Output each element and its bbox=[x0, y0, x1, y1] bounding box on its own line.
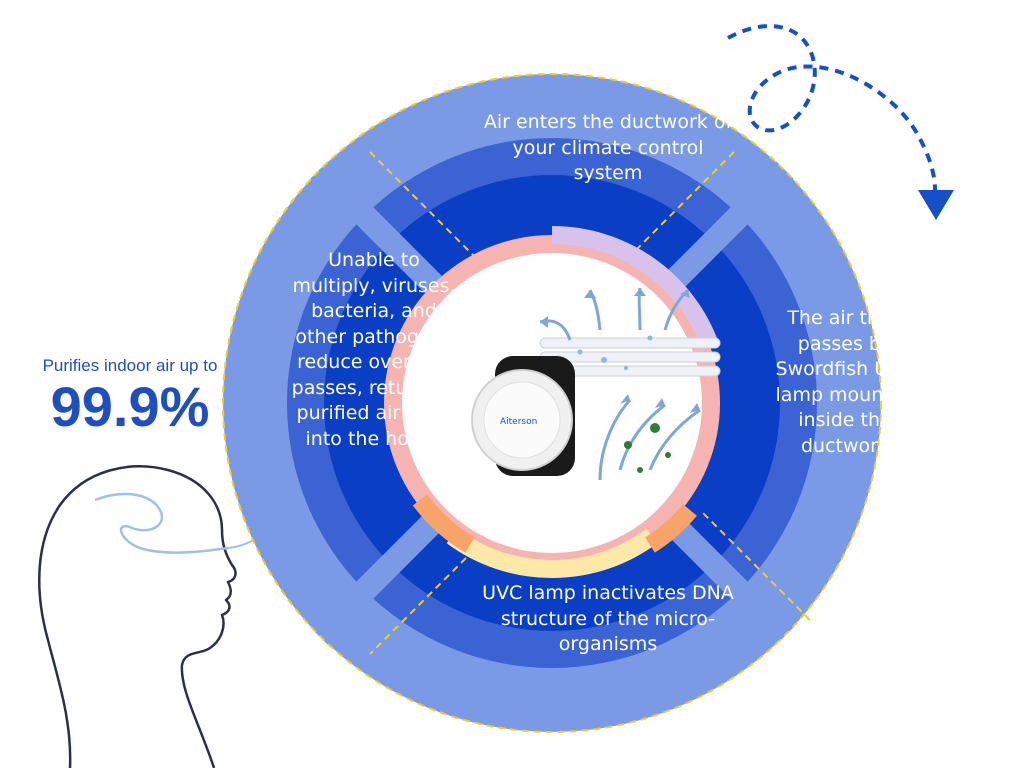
arrowhead-icon bbox=[918, 190, 954, 220]
purification-callout: Purifies indoor air up to 99.9% bbox=[10, 356, 250, 438]
dashed-loop-arrow-icon bbox=[727, 24, 937, 191]
callout-value: 99.9% bbox=[50, 375, 210, 438]
segment-top-text: Air enters the ductwork of your climate … bbox=[483, 111, 733, 184]
segment-left-text: Unable to multiply, viruses, bacteria, a… bbox=[291, 249, 457, 450]
segment-bottom-text: UVC lamp inactivates DNA structure of th… bbox=[482, 582, 734, 655]
callout-subtitle: Purifies indoor air up to bbox=[42, 356, 218, 375]
cycle-wheel: Aiterson bbox=[222, 73, 882, 733]
segment-right-text: The air then passes by Swordfish UVC lam… bbox=[775, 307, 915, 457]
uvc-lamp-icon: Aiterson bbox=[384, 225, 721, 578]
product-brand-label: Aiterson bbox=[500, 417, 537, 427]
